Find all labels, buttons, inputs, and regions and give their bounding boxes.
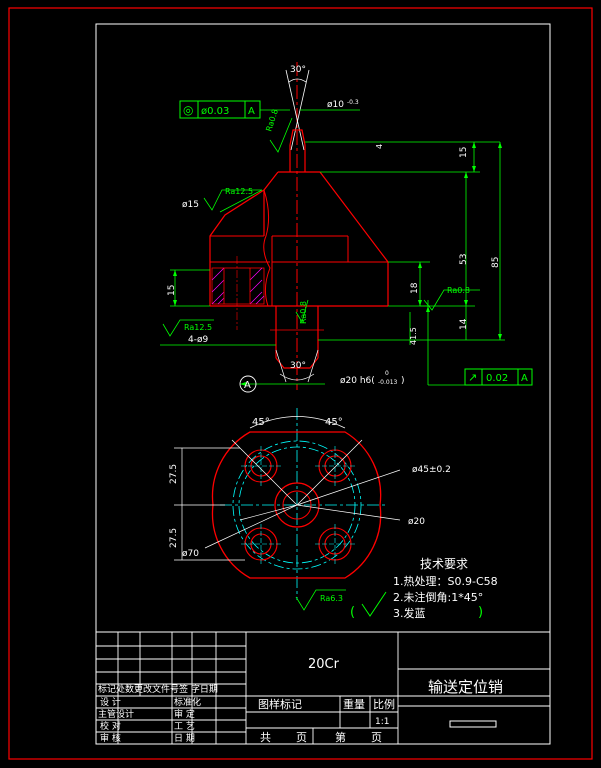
runout-datum: A <box>521 373 528 384</box>
angle-left-label: 45° <box>252 417 270 428</box>
dim-4: 4 <box>375 144 384 149</box>
tech-req-item-3: 3.发蓝 <box>393 606 426 620</box>
chief-label: 主管设计 <box>98 708 134 720</box>
angle-bottom-label: 30° <box>290 361 306 371</box>
holes-label: 4-ø9 <box>188 335 208 345</box>
coaxiality-datum: A <box>248 106 255 117</box>
drawing-number-box <box>449 720 497 728</box>
dim-15-left: 15 <box>167 285 177 296</box>
dia70-label: ø70 <box>182 549 199 559</box>
dia15-label: ø15 <box>182 200 199 210</box>
scale-value: 1:1 <box>375 717 389 727</box>
dia20-tol-bottom: -0.013 <box>378 379 398 386</box>
tech-req-item-1: 1.热处理：S0.9-C58 <box>393 575 498 588</box>
title-block <box>96 631 550 744</box>
ra-left-label: Ra12.5 <box>184 323 212 332</box>
process-label: 工 艺 <box>174 721 195 732</box>
standardize-label: 标准化 <box>174 696 201 708</box>
datum-a: A <box>244 380 251 391</box>
ra-cone-label: Ra12.5 <box>225 187 253 196</box>
total-label: 共 <box>260 731 271 744</box>
top-view: 45° 45° 27.5 27.5 ø45±0.2 ø20 ø70 <box>169 408 451 600</box>
design-label: 设 计 <box>100 696 121 708</box>
dia-top-label: ø10 <box>327 100 344 110</box>
sheets-label: 页 <box>296 731 307 744</box>
dim-14: 14 <box>459 318 469 330</box>
runout-value: 0.02 <box>486 373 508 384</box>
outer-border <box>8 7 593 760</box>
dim-27-5-bottom: 27.5 <box>169 528 179 548</box>
page-suffix-label: 页 <box>371 731 382 744</box>
paren-open: ( <box>350 605 355 620</box>
tech-req-item-2: 2.未注倒角:1*45° <box>393 590 483 604</box>
dia45-label: ø45±0.2 <box>412 465 451 475</box>
pattern-mark-label: 图样标记 <box>258 697 302 711</box>
runout-frame: ↗ 0.02 A <box>464 368 533 386</box>
ra-bottom-label: Ra0.8 <box>299 301 308 324</box>
dim-15-top: 15 <box>459 147 469 158</box>
tech-req-title: 技术要求 <box>420 557 468 571</box>
coaxiality-icon: ◎ <box>183 103 193 117</box>
dia20-top-label: ø20 <box>408 517 425 527</box>
paren-close: ) <box>478 605 483 620</box>
audit-label: 审 核 <box>100 732 121 744</box>
part-name: 输送定位销 <box>428 678 503 696</box>
front-view: 30° <box>160 62 533 393</box>
material-label: 20Cr <box>308 657 340 672</box>
revision-header: 标记处数更改文件号签 字日期 <box>98 683 218 695</box>
dim-85: 85 <box>491 257 501 268</box>
date-label: 日 期 <box>174 733 195 744</box>
weight-label: 重量 <box>343 697 365 711</box>
technical-requirements: 技术要求 1.热处理：S0.9-C58 2.未注倒角:1*45° 3.发蓝 Ra… <box>295 557 498 620</box>
dim-27-5-top: 27.5 <box>169 464 179 484</box>
angle-top-label: 30° <box>290 65 306 75</box>
check-label: 校 对 <box>100 720 121 732</box>
dim-53: 53 <box>459 254 469 265</box>
runout-icon: ↗ <box>468 371 477 384</box>
dim-41-5: 41.5 <box>409 327 418 345</box>
title-block-text: 20Cr 输送定位销 标记处数更改文件号签 字日期 设 计 标准化 主管设计 审… <box>98 657 503 744</box>
scale-label: 比例 <box>373 697 395 711</box>
dia20-close: ) <box>401 376 405 386</box>
dia20-label: ø20 h6( <box>340 376 375 386</box>
inner-frame <box>95 23 551 745</box>
coaxiality-value: ø0.03 <box>201 106 229 117</box>
page-label: 第 <box>335 730 346 744</box>
ra-shoulder-label: Ra0.8 <box>447 286 470 295</box>
dia-top-tol: -0.3 <box>347 99 359 106</box>
coaxiality-frame: ◎ ø0.03 A <box>179 100 290 119</box>
ra-general-label: Ra6.3 <box>320 594 343 603</box>
review-label: 审 定 <box>174 708 195 720</box>
dia20-tol-top: 0 <box>385 370 389 377</box>
angle-right-label: 45° <box>325 417 343 428</box>
dim-18: 18 <box>410 282 420 294</box>
